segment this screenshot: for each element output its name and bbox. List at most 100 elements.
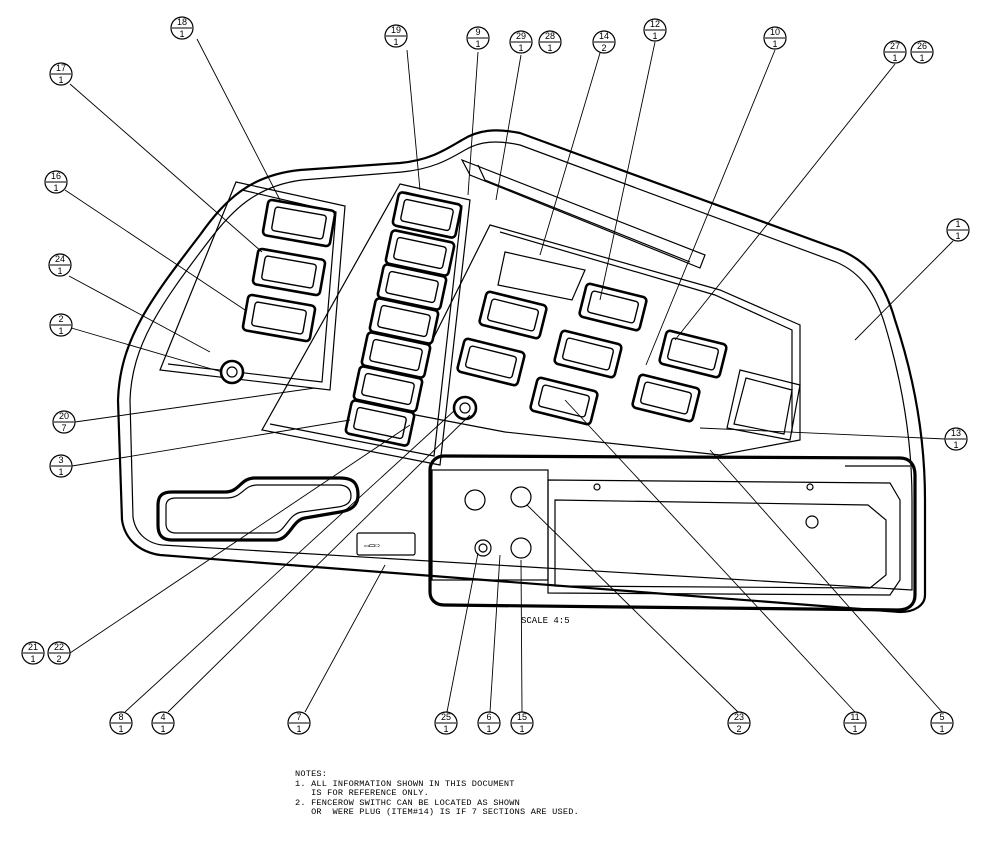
balloon-11: 111	[843, 711, 867, 735]
svg-text:1: 1	[57, 266, 62, 276]
svg-text:20: 20	[59, 411, 69, 421]
balloon-6: 61	[477, 711, 501, 735]
note-line: OR WERE PLUG (ITEM#14) IS IF 7 SECTIONS …	[295, 807, 579, 818]
svg-text:2: 2	[601, 43, 606, 53]
balloon-17: 171	[49, 62, 73, 86]
rocker-switch	[529, 376, 599, 426]
svg-text:1: 1	[953, 440, 958, 450]
svg-text:14: 14	[599, 31, 609, 41]
svg-text:27: 27	[890, 41, 900, 51]
balloon-16: 161	[44, 170, 68, 194]
balloon-8: 81	[109, 711, 133, 735]
svg-text:11: 11	[850, 712, 859, 722]
svg-text:1: 1	[518, 43, 523, 53]
svg-text:1: 1	[58, 467, 63, 477]
svg-text:7: 7	[61, 423, 66, 433]
balloon-12: 121	[643, 18, 667, 42]
balloon-25: 251	[434, 711, 458, 735]
rocker-switch	[391, 191, 463, 239]
balloon-2: 21	[49, 313, 73, 337]
balloon-1: 11	[946, 218, 970, 242]
drawing-notes: NOTES:1. ALL INFORMATION SHOWN IN THIS D…	[295, 769, 579, 818]
balloon-7: 71	[287, 711, 311, 735]
svg-text:15: 15	[517, 712, 527, 722]
balloon-20: 207	[52, 410, 76, 434]
item-balloons: 181 191 91 291 281 142 121 101 271 261 1…	[21, 16, 970, 735]
balloon-22: 222	[47, 641, 71, 665]
balloon-19: 191	[384, 24, 408, 48]
left-rocker-switches	[219, 198, 337, 385]
rocker-switch	[658, 329, 728, 379]
svg-text:1: 1	[547, 43, 552, 53]
svg-text:6: 6	[486, 712, 491, 722]
balloon-21: 211	[21, 641, 45, 665]
left-switch-panel	[159, 181, 346, 391]
svg-text:9: 9	[475, 27, 480, 37]
balloon-28: 281	[538, 30, 562, 54]
balloon-15: 151	[510, 711, 534, 735]
svg-text:17: 17	[56, 63, 66, 73]
svg-text:1: 1	[486, 724, 491, 734]
rocker-switch	[251, 247, 327, 297]
svg-text:1: 1	[652, 31, 657, 41]
balloon-9: 91	[466, 26, 490, 50]
balloon-27: 271	[883, 40, 907, 64]
svg-text:1: 1	[30, 654, 35, 664]
note-line: IS FOR REFERENCE ONLY.	[295, 788, 429, 799]
svg-text:1: 1	[53, 183, 58, 193]
svg-text:1: 1	[955, 219, 960, 229]
balloon-26: 261	[910, 40, 934, 64]
svg-text:1: 1	[58, 75, 63, 85]
rocker-switch	[261, 198, 337, 248]
balloon-10: 101	[763, 26, 787, 50]
svg-text:28: 28	[545, 31, 555, 41]
svg-text:13: 13	[951, 428, 961, 438]
svg-text:1: 1	[296, 724, 301, 734]
svg-text:1: 1	[393, 37, 398, 47]
svg-text:24: 24	[55, 254, 65, 264]
rocker-switch	[578, 282, 648, 332]
rocker-switch	[384, 229, 456, 277]
svg-text:5: 5	[939, 712, 944, 722]
svg-text:1: 1	[852, 724, 857, 734]
rocker-switch	[456, 337, 526, 387]
balloon-5: 51	[930, 711, 954, 735]
svg-text:10: 10	[770, 27, 780, 37]
svg-text:12: 12	[650, 19, 660, 29]
balloon-3: 31	[49, 454, 73, 478]
svg-text:1: 1	[955, 231, 960, 241]
scale-label: SCALE 4:5	[521, 616, 570, 626]
svg-text:4: 4	[160, 712, 165, 722]
right-rocker-switches	[452, 282, 728, 426]
svg-text:16: 16	[51, 171, 61, 181]
svg-text:21: 21	[28, 642, 38, 652]
rocker-switch	[241, 293, 317, 343]
icon-label-plate: ⇔▭⇨	[356, 532, 416, 556]
svg-text:7: 7	[296, 712, 301, 722]
svg-text:⇔▭⇨: ⇔▭⇨	[364, 541, 381, 551]
balloon-23: 232	[727, 711, 751, 735]
rocker-switch	[631, 373, 701, 423]
rotary-knob	[452, 395, 478, 421]
svg-text:1: 1	[939, 724, 944, 734]
armrest-tray	[428, 454, 917, 612]
svg-text:1: 1	[118, 724, 123, 734]
svg-text:2: 2	[736, 724, 741, 734]
rocker-switch	[553, 329, 623, 379]
svg-text:2: 2	[58, 314, 63, 324]
svg-text:26: 26	[917, 41, 927, 51]
note-line: 2. FENCEROW SWITHC CAN BE LOCATED AS SHO…	[295, 797, 520, 808]
balloon-24: 241	[48, 253, 72, 277]
note-line: 1. ALL INFORMATION SHOWN IN THIS DOCUMEN…	[295, 778, 515, 789]
balloon-13: 131	[944, 427, 968, 451]
svg-text:1: 1	[58, 326, 63, 336]
svg-text:22: 22	[54, 642, 64, 652]
balloon-14: 142	[592, 30, 616, 54]
cup-holder-slot	[156, 476, 360, 542]
balloon-29: 291	[509, 30, 533, 54]
svg-text:25: 25	[441, 712, 451, 722]
svg-text:3: 3	[58, 455, 63, 465]
svg-text:1: 1	[919, 53, 924, 63]
svg-text:1: 1	[443, 724, 448, 734]
